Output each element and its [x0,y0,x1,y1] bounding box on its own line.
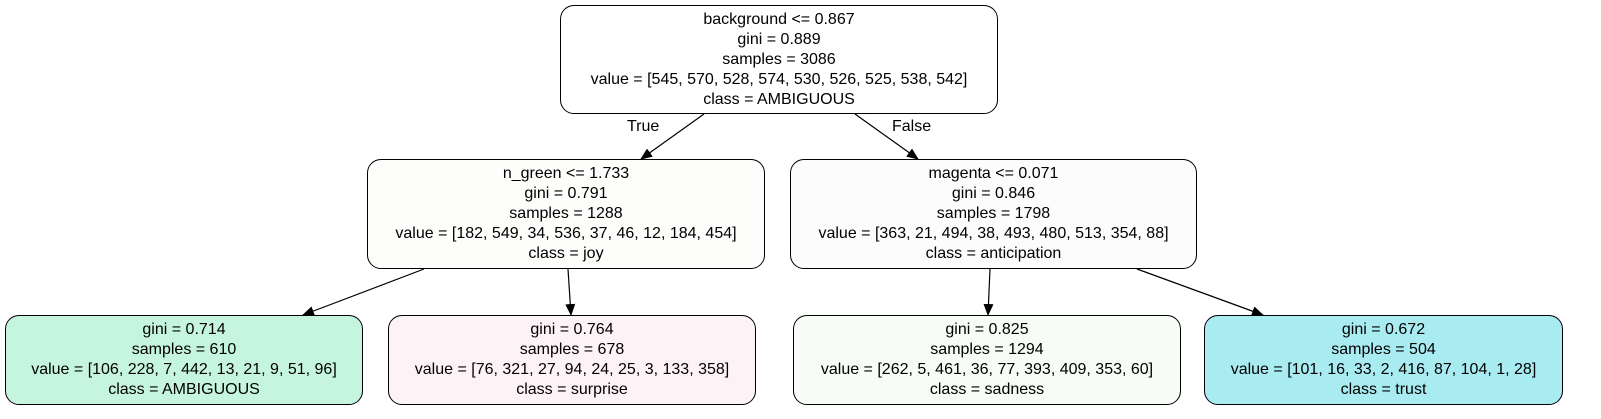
node-samples: samples = 1288 [509,205,623,222]
right-node: magenta <= 0.071 gini = 0.846 samples = … [790,159,1197,269]
node-class: class = AMBIGUOUS [108,381,260,398]
node-gini: gini = 0.825 [945,321,1029,338]
node-samples: samples = 1798 [936,205,1051,222]
leaf-node-rr: gini = 0.672 samples = 504 value = [101,… [1204,315,1563,405]
node-value: value = [106, 228, 7, 442, 13, 21, 9, 51… [31,361,337,378]
node-gini: gini = 0.672 [1341,321,1426,338]
node-value: value = [101, 16, 33, 2, 416, 87, 104, 1… [1230,361,1537,378]
node-class: class = anticipation [925,245,1062,262]
node-samples: samples = 678 [519,341,625,358]
node-class: class = trust [1340,381,1427,398]
node-gini: gini = 0.791 [524,185,608,202]
edge-label-false: False [892,118,932,135]
edge-root-right [854,113,919,160]
edge-right-leaf-rr [1136,268,1264,316]
node-gini: gini = 0.764 [530,321,614,338]
node-class: class = AMBIGUOUS [703,90,855,108]
node-gini: gini = 0.846 [951,185,1036,202]
node-samples: samples = 504 [1331,341,1436,358]
node-split: n_green <= 1.733 [502,165,630,182]
leaf-node-rl: gini = 0.825 samples = 1294 value = [262… [793,315,1181,405]
node-gini: gini = 0.889 [737,30,821,48]
node-samples: samples = 1294 [930,341,1044,358]
node-split: background <= 0.867 [703,10,855,28]
node-gini: gini = 0.714 [142,321,226,338]
node-value: value = [545, 570, 528, 574, 530, 526, 5… [590,70,968,88]
edge-right-leaf-rl [983,268,994,316]
node-class: class = sadness [929,381,1045,398]
node-value: value = [76, 321, 27, 94, 24, 25, 3, 133… [414,361,730,378]
edge-label-true: True [627,118,660,135]
root-node: background <= 0.867 gini = 0.889 samples… [560,5,998,114]
node-samples: samples = 3086 [722,50,836,68]
leaf-node-ll: gini = 0.714 samples = 610 value = [106,… [5,315,363,405]
left-node: n_green <= 1.733 gini = 0.791 samples = … [367,159,765,269]
node-value: value = [363, 21, 494, 38, 493, 480, 513… [818,225,1169,242]
leaf-node-lr: gini = 0.764 samples = 678 value = [76, … [388,315,756,405]
node-value: value = [182, 549, 34, 536, 37, 46, 12, … [395,225,737,242]
edge-root-left [640,113,705,160]
node-samples: samples = 610 [131,341,237,358]
node-value: value = [262, 5, 461, 36, 77, 393, 409, … [820,361,1154,378]
node-split: magenta <= 0.071 [928,165,1059,182]
edge-left-leaf-ll [302,268,425,316]
node-class: class = joy [528,245,604,262]
edge-left-leaf-lr [565,268,576,316]
node-class: class = surprise [516,381,628,398]
